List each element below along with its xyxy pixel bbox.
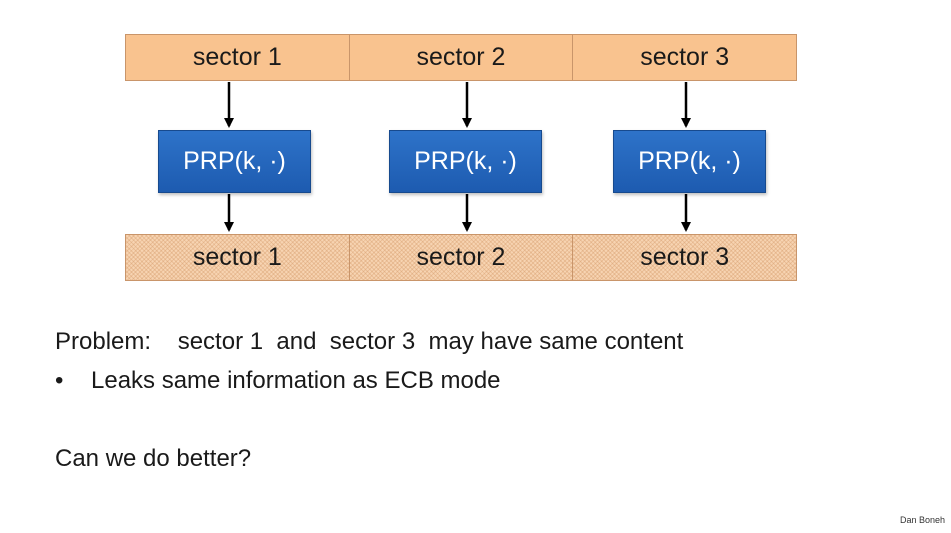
plaintext-sector-1: sector 1 xyxy=(125,34,350,81)
encrypted-sector-row: sector 1 sector 2 sector 3 xyxy=(125,234,798,281)
encrypted-sector-2: sector 2 xyxy=(349,234,574,281)
encrypted-sector-1: sector 1 xyxy=(125,234,350,281)
bullet-item: • Leaks same information as ECB mode xyxy=(55,367,501,395)
bullet-icon: • xyxy=(55,367,64,394)
bullet-text: Leaks same information as ECB mode xyxy=(91,367,501,394)
prp-box-2: PRP(k, ·) xyxy=(389,130,542,193)
prp-box-3: PRP(k, ·) xyxy=(613,130,766,193)
plaintext-sector-2: sector 2 xyxy=(349,34,574,81)
plaintext-sector-3: sector 3 xyxy=(573,34,798,81)
problem-statement: Problem: sector 1 and sector 3 may have … xyxy=(55,328,684,355)
prp-box-1: PRP(k, ·) xyxy=(158,130,311,193)
author-credit: Dan Boneh xyxy=(899,515,945,525)
plaintext-sector-row: sector 1 sector 2 sector 3 xyxy=(125,34,798,81)
question-text: Can we do better? xyxy=(55,445,252,472)
encrypted-sector-3: sector 3 xyxy=(573,234,798,281)
